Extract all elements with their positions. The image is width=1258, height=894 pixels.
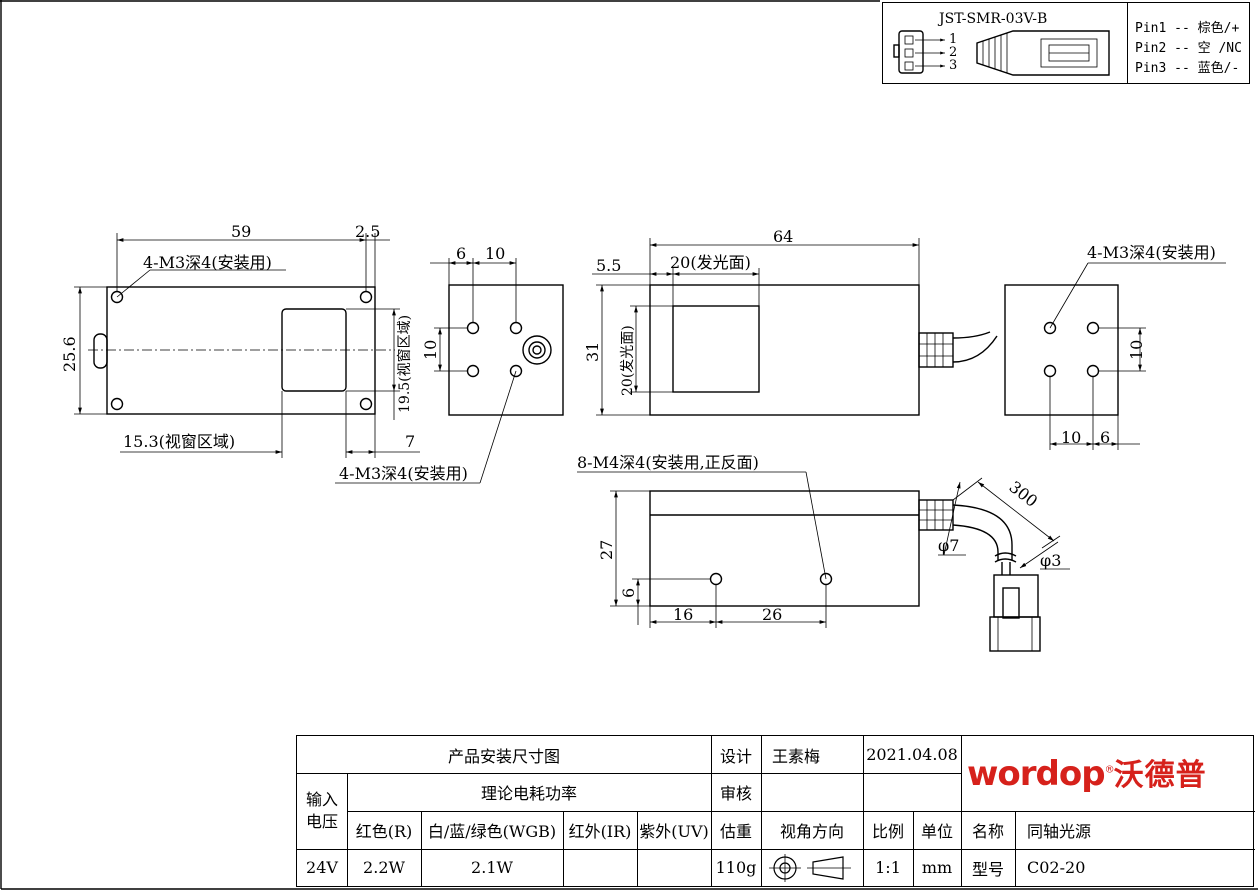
pin1-label: Pin1 -- 棕色/+ — [1135, 21, 1240, 36]
dim-59: 59 — [231, 222, 251, 241]
design-label: 设计 — [719, 746, 752, 766]
unit-value: mm — [921, 858, 953, 877]
dim-7: 7 — [405, 432, 415, 451]
col-red: 红色(R) — [355, 822, 413, 841]
window-width-label: 15.3(视窗区域) — [123, 432, 235, 451]
power-ir-value — [563, 849, 637, 886]
view-direction-label: 视角方向 — [779, 822, 844, 841]
connector-model: JST-SMR-03V-B — [939, 11, 1048, 27]
end-dim-6: 6 — [456, 244, 466, 263]
dim-25-6: 25.6 — [60, 336, 79, 372]
wire-diameter-label: φ3 — [1040, 551, 1061, 570]
top-holes-label: 4-M3深4(安装用) — [143, 253, 272, 272]
logo-cn: 沃德普 — [1113, 758, 1207, 793]
end-view — [335, 258, 564, 484]
back-dim-10-right: 10 — [1127, 340, 1146, 360]
pin-number-2: 2 — [949, 45, 958, 60]
connector-divider — [1127, 3, 1128, 83]
cable-diameter-label: φ7 — [938, 536, 959, 555]
col-wgb: 白/蓝/绿色(WGB) — [427, 822, 557, 841]
col-ir: 红外(IR) — [568, 822, 632, 841]
dimension-labels: 59 2.5 4-M3深4(安装用) 25.6 19.5(视窗区域) 15.3(… — [60, 222, 1216, 624]
back-dim-10-bottom: 10 — [1061, 428, 1081, 447]
dim-31: 31 — [583, 342, 602, 362]
dim-2-5: 2.5 — [355, 222, 380, 241]
scale-value: 1:1 — [875, 858, 901, 877]
emit-height-label: 20(发光面) — [620, 325, 636, 396]
end-dim-10-left: 10 — [421, 340, 440, 360]
connector-icon — [893, 30, 1110, 76]
power-header: 理论电耗功率 — [480, 784, 577, 803]
design-date: 2021.04.08 — [866, 745, 958, 764]
col-uv: 紫外(UV) — [639, 822, 709, 841]
side-holes-label: 8-M4深4(安装用,正反面) — [577, 453, 759, 472]
input-voltage-label: 输入 电压 — [305, 790, 338, 831]
logo-text: wordop — [967, 754, 1106, 794]
model-label: 型号 — [971, 859, 1004, 879]
end-holes-label: 4-M3深4(安装用) — [339, 464, 468, 483]
top-view — [74, 233, 420, 458]
model-value: C02-20 — [1027, 858, 1086, 877]
dim-64: 64 — [773, 227, 793, 246]
weight-label: 估重 — [719, 822, 752, 841]
power-wgb-value: 2.1W — [471, 858, 513, 877]
scale-label: 比例 — [871, 822, 904, 841]
unit-label: 单位 — [920, 822, 953, 841]
end-dim-10-top: 10 — [485, 244, 505, 263]
name-label: 名称 — [971, 822, 1004, 841]
dim-27: 27 — [597, 540, 616, 560]
pin2-label: Pin2 -- 空 /NC — [1135, 41, 1242, 56]
pin3-label: Pin3 -- 蓝色/- — [1135, 61, 1240, 76]
review-label: 审核 — [719, 784, 752, 803]
product-name: 同轴光源 — [1027, 822, 1092, 841]
dim-5-5: 5.5 — [596, 256, 621, 275]
pin-number-1: 1 — [949, 32, 958, 47]
title-block: 产品安装尺寸图 设计 王素梅 2021.04.08 输入 电压 理论电耗功率 审… — [296, 735, 1255, 887]
connector-info-box: JST-SMR-03V-B 1 2 3 Pin1 -- 棕色/+ Pin2 --… — [882, 2, 1250, 84]
front-view — [592, 238, 998, 416]
dim-26: 26 — [762, 605, 782, 624]
cable-length-label: 300 — [1006, 477, 1042, 511]
side-dim-6: 6 — [619, 588, 638, 598]
projection-symbol — [761, 849, 863, 886]
power-uv-value — [637, 849, 711, 886]
first-angle-projection-icon — [769, 853, 851, 882]
back-view — [1004, 262, 1226, 450]
designer-name: 王素梅 — [771, 746, 820, 766]
weight-value: 110g — [715, 858, 757, 877]
window-height-label: 19.5(视窗区域) — [396, 315, 413, 413]
emit-width-label: 20(发光面) — [670, 253, 751, 272]
dim-16: 16 — [673, 605, 693, 624]
pin-number-3: 3 — [949, 58, 958, 73]
wordop-logo: wordop®沃德普 — [967, 754, 1207, 794]
side-view — [577, 471, 1070, 652]
back-holes-label: 4-M3深4(安装用) — [1087, 243, 1216, 262]
drawing-title: 产品安装尺寸图 — [447, 746, 560, 766]
voltage-value: 24V — [306, 858, 338, 877]
back-dim-6: 6 — [1100, 428, 1110, 447]
power-red-value: 2.2W — [363, 858, 405, 877]
